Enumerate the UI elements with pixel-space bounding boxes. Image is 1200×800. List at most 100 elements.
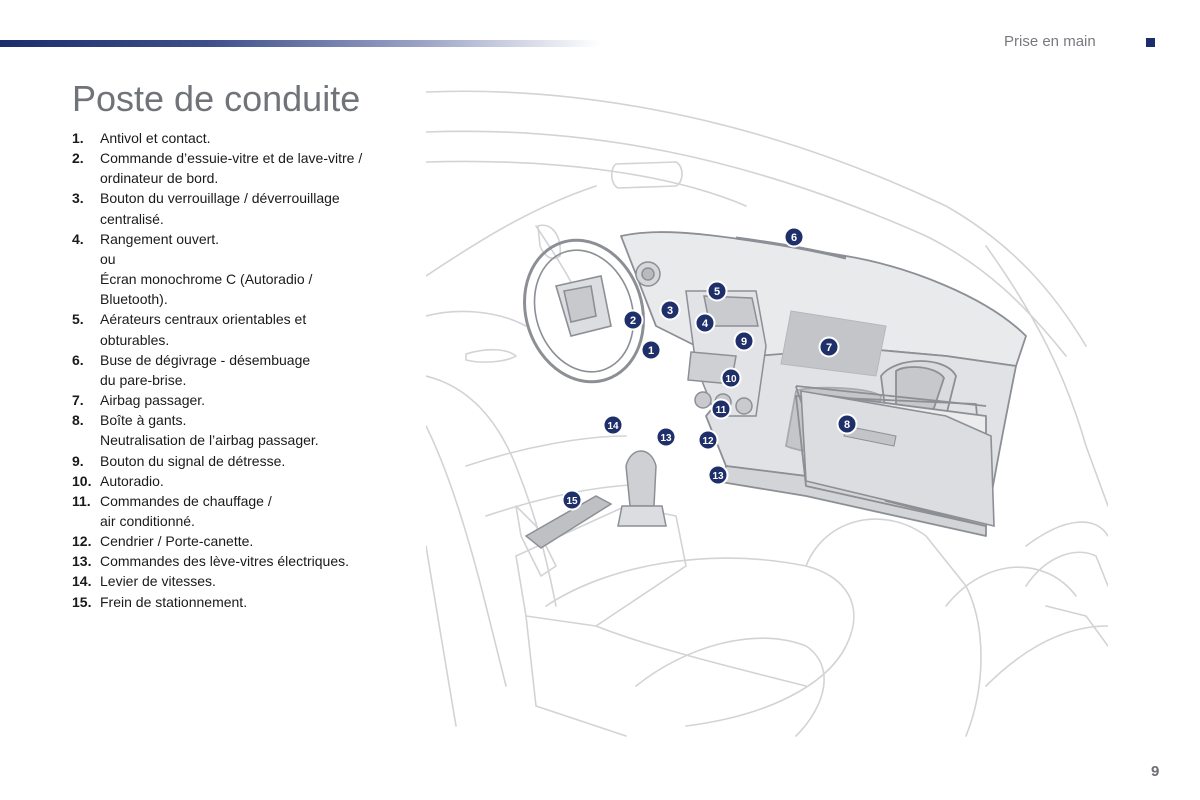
legend-item-number: 8. bbox=[72, 412, 84, 429]
callout-3-label: 3 bbox=[667, 305, 673, 317]
rear-view-mirror bbox=[610, 161, 683, 189]
legend-item: 3. Bouton du verrouillage / déverrouillag… bbox=[72, 188, 412, 228]
callout-3: 3 bbox=[659, 299, 681, 321]
legend-item: 13. Commandes des lève-vitres électriques… bbox=[72, 551, 412, 571]
legend-item-line: Frein de stationnement. bbox=[100, 593, 248, 610]
legend-item-line: Antivol et contact. bbox=[100, 130, 211, 146]
legend-item-number: 3. bbox=[72, 190, 84, 207]
page-title: Poste de conduite bbox=[72, 78, 361, 119]
instrument-cluster bbox=[635, 261, 661, 287]
legend-item-line: Levier de vitesses. bbox=[100, 573, 216, 590]
legend-item: 14. Levier de vitesses. bbox=[72, 571, 412, 591]
legend-item-line: Autoradio. bbox=[100, 472, 164, 489]
callout-13: 13 bbox=[655, 426, 677, 448]
legend-item-number: 6. bbox=[72, 351, 84, 368]
page-number: 9 bbox=[1151, 763, 1160, 780]
legend-item-text: Airbag passager. bbox=[100, 390, 205, 410]
header-gradient-bar bbox=[0, 40, 600, 47]
legend-item-line: du pare-brise. bbox=[100, 371, 187, 388]
legend-item-text: Autoradio. bbox=[100, 471, 164, 491]
callout-8-label: 8 bbox=[844, 419, 850, 431]
legend-item-text: Commande d’essuie-vitre et de lave-vitre… bbox=[100, 148, 362, 188]
legend-item-number: 9. bbox=[72, 452, 84, 469]
callout-15: 15 bbox=[561, 489, 583, 511]
callout-9-label: 9 bbox=[741, 336, 747, 348]
callout-10-label: 10 bbox=[725, 374, 737, 385]
legend-item-number: 12. bbox=[72, 533, 92, 550]
dashboard-diagram: 6 5 3 4 2 9 1 7 10 11 8 14 bbox=[426, 90, 1108, 737]
callout-15-label: 15 bbox=[566, 496, 578, 507]
legend-item-line: ou bbox=[100, 250, 116, 267]
legend-item-line: Cendrier / Porte-canette. bbox=[100, 533, 254, 550]
gear-lever bbox=[617, 450, 667, 527]
roof-line bbox=[426, 90, 1087, 347]
legend-item-line: centralisé. bbox=[100, 210, 164, 227]
callout-5-label: 5 bbox=[714, 286, 720, 298]
callout-12: 12 bbox=[697, 429, 719, 451]
legend-item-number: 4. bbox=[72, 230, 84, 247]
callout-14-label: 14 bbox=[607, 421, 619, 432]
callout-6: 6 bbox=[783, 226, 805, 248]
legend-item-line: ordinateur de bord. bbox=[100, 170, 219, 187]
callout-9: 9 bbox=[733, 330, 755, 352]
callout-2-label: 2 bbox=[630, 315, 636, 327]
callout-7: 7 bbox=[818, 336, 840, 358]
callout-1: 1 bbox=[640, 339, 662, 361]
callout-13-label: 13 bbox=[660, 433, 672, 444]
callout-11: 11 bbox=[710, 398, 732, 420]
legend-item: 10. Autoradio. bbox=[72, 471, 412, 491]
legend-list: 1. Antivol et contact. 2. Commande d’essuie… bbox=[72, 128, 412, 612]
defrost-vent bbox=[735, 236, 847, 260]
legend-item-line: Bouton du verrouillage / déverrouillage bbox=[100, 190, 340, 207]
legend-item: 2. Commande d’essuie-vitre et de lave-vit… bbox=[72, 148, 412, 188]
windshield-top bbox=[426, 130, 1067, 357]
legend-item-number: 5. bbox=[72, 311, 84, 328]
legend-item-line: air conditionné. bbox=[100, 512, 195, 529]
legend-item-number: 14. bbox=[72, 573, 92, 590]
legend-item-line: obturables. bbox=[100, 331, 170, 348]
legend-item-number: 2. bbox=[72, 150, 84, 167]
legend-item-text: Commandes des lève-vitres électriques. bbox=[100, 551, 349, 571]
legend-item-text: Boîte à gants.Neutralisation de l’airbag… bbox=[100, 410, 319, 450]
callout-6-label: 6 bbox=[791, 232, 797, 244]
legend-item-text: Bouton du signal de détresse. bbox=[100, 451, 285, 471]
steering-wheel bbox=[523, 238, 645, 384]
section-label: Prise en main bbox=[1004, 33, 1096, 50]
callout-5: 5 bbox=[706, 280, 728, 302]
legend-item-text: Buse de dégivrage - désembuage du pare-br… bbox=[100, 350, 310, 390]
callout-1-label: 1 bbox=[648, 345, 654, 357]
legend-item: 12. Cendrier / Porte-canette. bbox=[72, 531, 412, 551]
legend-item-text: Cendrier / Porte-canette. bbox=[100, 531, 253, 551]
legend-item-line: Buse de dégivrage - désembuage bbox=[100, 351, 311, 368]
legend-item-line: Bouton du signal de détresse. bbox=[100, 452, 286, 469]
legend-item: 9. Bouton du signal de détresse. bbox=[72, 451, 412, 471]
legend-item: 8. Boîte à gants.Neutralisation de l’airb… bbox=[72, 410, 412, 450]
legend-item-line: Commandes de chauffage / bbox=[100, 492, 272, 509]
legend-item-text: Frein de stationnement. bbox=[100, 592, 247, 612]
legend-item-number: 13. bbox=[72, 553, 92, 570]
legend-item-line: Neutralisation de l’airbag passager. bbox=[100, 432, 319, 449]
legend-item-text: Bouton du verrouillage / déverrouillage c… bbox=[100, 188, 340, 228]
legend-item: 11.Commandes de chauffage /air condition… bbox=[72, 491, 412, 531]
legend-item-text: Antivol et contact. bbox=[100, 128, 211, 148]
legend-item-line: Commandes des lève-vitres électriques. bbox=[100, 553, 349, 570]
legend-item: 7. Airbag passager. bbox=[72, 390, 412, 410]
callout-13b: 13 bbox=[707, 464, 729, 486]
legend-item-number: 15. bbox=[72, 593, 92, 610]
legend-item-number: 1. bbox=[72, 130, 84, 146]
callout-10: 10 bbox=[720, 367, 742, 389]
legend-item-number: 7. bbox=[72, 392, 84, 409]
callout-13b-label: 13 bbox=[712, 471, 724, 482]
center-stack bbox=[685, 290, 767, 417]
legend-item: 1. Antivol et contact. bbox=[72, 128, 412, 148]
legend-item-line: Écran monochrome C (Autoradio / bbox=[100, 271, 313, 288]
windshield-inner bbox=[426, 160, 747, 207]
callout-2: 2 bbox=[622, 309, 644, 331]
legend-item-text: Levier de vitesses. bbox=[100, 571, 216, 591]
legend-item-number: 10. bbox=[72, 472, 92, 489]
callout-11-label: 11 bbox=[716, 405, 727, 416]
